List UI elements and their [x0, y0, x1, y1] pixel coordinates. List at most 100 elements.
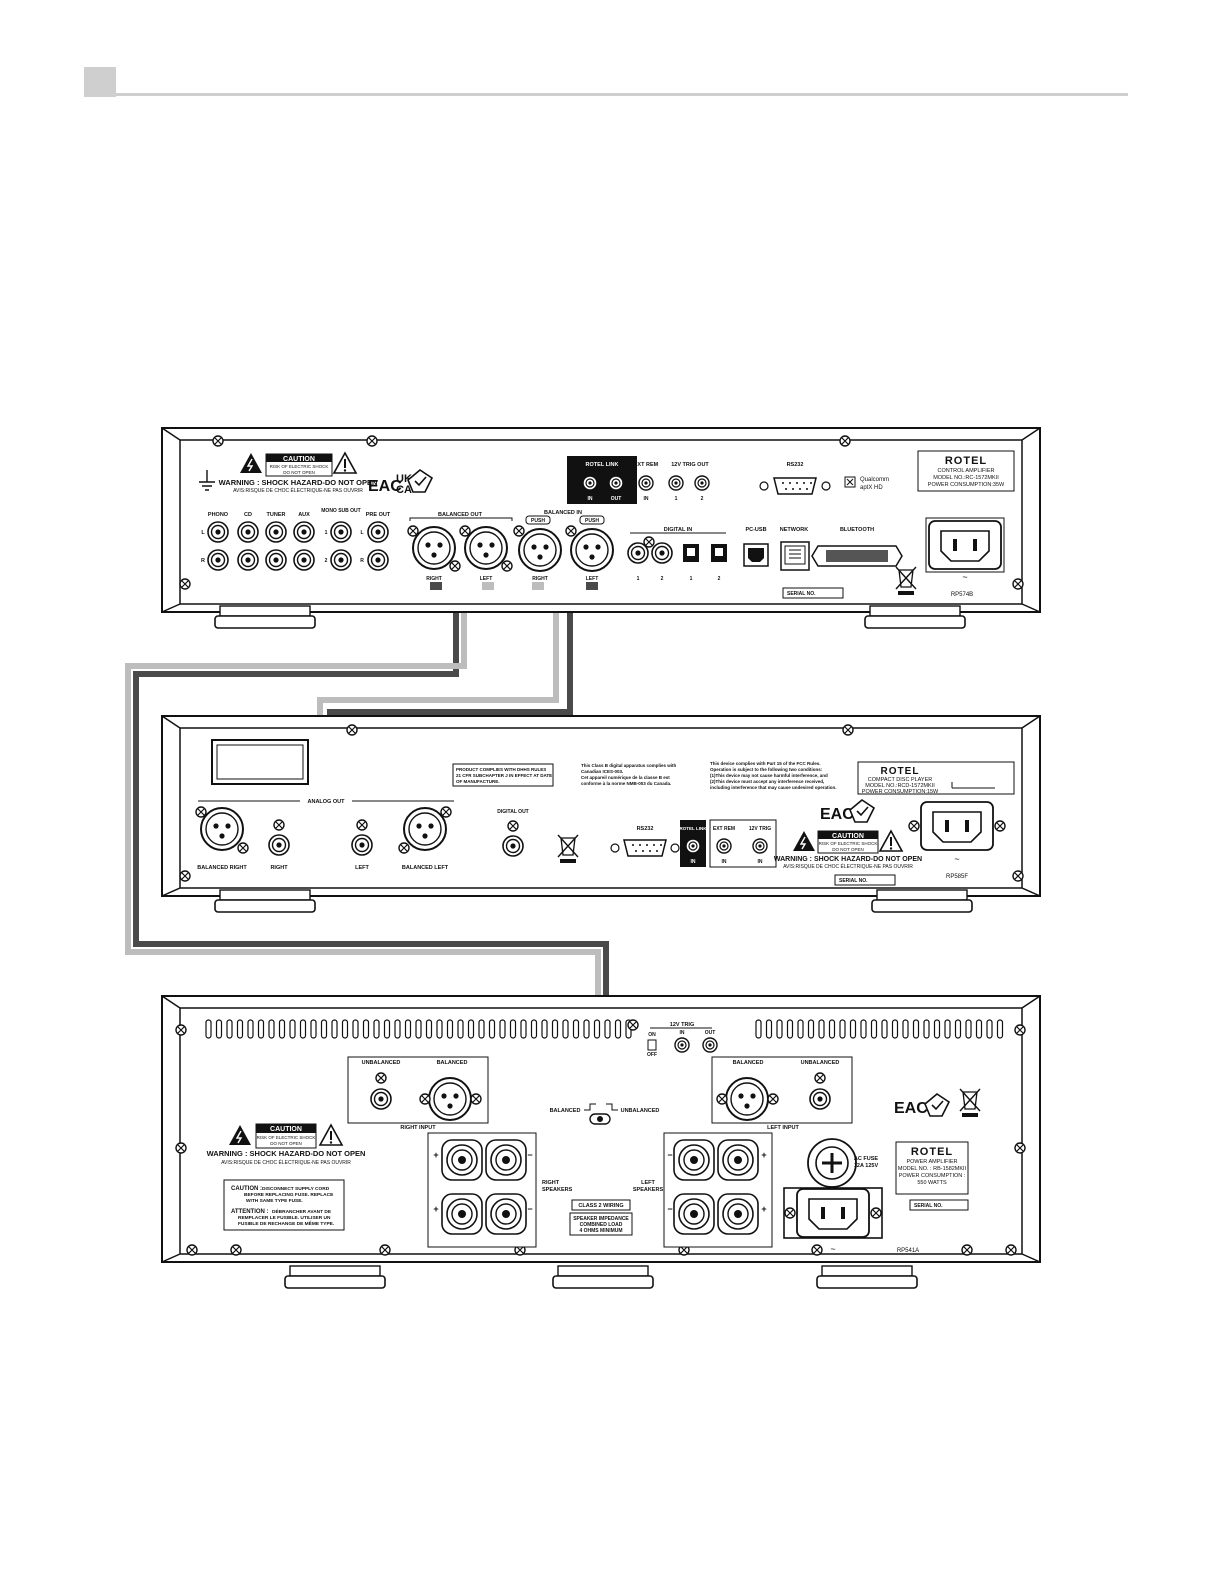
power-right-balanced-xlr[interactable] [428, 1077, 472, 1121]
amp-rotel-link-out-jack[interactable] [608, 475, 624, 491]
power-trig-in: IN [680, 1030, 685, 1036]
amp-aux-l-jack[interactable] [293, 521, 315, 543]
cd-left-rca[interactable] [351, 834, 373, 856]
power-trig-in-jack[interactable] [674, 1037, 690, 1053]
qualcomm-text1: Qualcomm [860, 477, 889, 483]
power-caution-fuse2: BEFORE REPLACING FUSE. REPLACE [244, 1192, 334, 1198]
power-left-speaker-minus-a[interactable] [673, 1139, 715, 1181]
cd-rs232-port[interactable] [610, 839, 680, 857]
amp-optical-1-jack[interactable] [683, 544, 699, 562]
amp-tuner-r-jack[interactable] [265, 549, 287, 571]
power-ac-fuse-holder[interactable] [807, 1138, 857, 1188]
cd-balanced-right-xlr[interactable] [200, 807, 244, 851]
cd-label-line2: MODEL NO.:RCD-1572MKII [865, 783, 935, 789]
vent-slot [352, 1019, 359, 1039]
qualcomm-text2: aptX HD [860, 485, 883, 491]
amp-foot-left [214, 605, 316, 629]
amp-optical-2-jack[interactable] [711, 544, 727, 562]
amp-pre-out-l-jack[interactable] [367, 521, 389, 543]
power-right-speaker-plus-a[interactable] [441, 1139, 483, 1181]
amp-balanced-in-right-xlr[interactable] [518, 528, 562, 572]
power-caution-title: CAUTION [270, 1126, 302, 1133]
power-attention-title: ATTENTION : [231, 1209, 269, 1215]
amp-phono-r-jack[interactable] [207, 549, 229, 571]
power-input-mode-switch[interactable] [584, 1103, 618, 1125]
power-right-unbalanced-rca[interactable] [370, 1088, 392, 1110]
vent-slot [299, 1019, 307, 1039]
cd-fcc5: including interference that may cause un… [710, 785, 837, 790]
screw-icon [814, 1072, 826, 1084]
screw-icon [627, 1019, 639, 1031]
power-right-speaker-plus-b[interactable] [441, 1193, 483, 1235]
power-left-unbalanced-rca[interactable] [809, 1088, 831, 1110]
amp-sub-2-jack[interactable] [330, 549, 352, 571]
amp-trig-2-jack[interactable] [694, 475, 710, 491]
power-left-speaker-plus-b[interactable] [717, 1193, 759, 1235]
cd-ext-rem-jack[interactable] [716, 838, 732, 854]
power-left-speaker-plus-a[interactable] [717, 1139, 759, 1181]
power-trig-switch[interactable] [647, 1039, 657, 1051]
amp-ext-rem-jack[interactable] [638, 475, 654, 491]
power-left-balanced-xlr[interactable] [725, 1077, 769, 1121]
vent-slot [488, 1019, 496, 1039]
power-left-speaker-minus-b[interactable] [673, 1193, 715, 1235]
vent-slot [404, 1019, 412, 1039]
amp-network-port[interactable] [780, 541, 810, 571]
qualcomm-logo: Qualcomm aptX HD [844, 476, 889, 491]
screw-icon [842, 724, 854, 736]
power-label-line4: 550 WATTS [917, 1180, 947, 1186]
power-trig-out-jack[interactable] [702, 1037, 718, 1053]
cd-rotel-link-jack[interactable] [685, 838, 701, 854]
screw-icon [186, 1244, 198, 1256]
amp-balanced-out-left-xlr[interactable] [464, 526, 508, 570]
cd-digital-out-jack[interactable] [502, 835, 524, 857]
amp-dig-1b: 1 [690, 576, 693, 582]
screw-icon [470, 1093, 482, 1105]
power-right-balanced: BALANCED [437, 1060, 468, 1066]
vent-slot [520, 1019, 527, 1039]
power-right-minus-a: − [527, 1150, 532, 1160]
amp-tuner-l-jack[interactable] [265, 521, 287, 543]
cd-foot-right [871, 889, 973, 913]
power-right-speaker-minus-a[interactable] [485, 1139, 527, 1181]
power-power-inlet[interactable] [796, 1188, 870, 1238]
amp-pre-out-label: PRE OUT [366, 512, 391, 518]
cd-right-rca[interactable] [268, 834, 290, 856]
svg-text:~: ~ [830, 1244, 835, 1254]
amp-usb-port[interactable] [743, 543, 769, 567]
power-foot-right [816, 1265, 918, 1289]
power-right-speakers2: SPEAKERS [542, 1187, 573, 1193]
amp-trig-1-jack[interactable] [668, 475, 684, 491]
cd-power-inlet[interactable] [920, 801, 994, 851]
vent-slot [614, 1019, 622, 1039]
power-right-speaker-minus-b[interactable] [485, 1193, 527, 1235]
screw-icon [179, 870, 191, 882]
amp-rs232-port[interactable] [759, 477, 831, 495]
amp-coax-2-jack[interactable] [651, 542, 673, 564]
amp-bluetooth-antenna[interactable] [811, 545, 903, 567]
amp-balanced-out-right-xlr[interactable] [412, 526, 456, 570]
amp-sub-1-num: 1 [325, 530, 328, 536]
amp-aux-r-jack[interactable] [293, 549, 315, 571]
vent-slot [912, 1019, 920, 1039]
power-imp1: SPEAKER IMPEDANCE [573, 1216, 629, 1222]
amp-pre-out-r-jack[interactable] [367, 549, 389, 571]
amp-sub-1-jack[interactable] [330, 521, 352, 543]
amp-foot-right [864, 605, 966, 629]
cd-balanced-left-xlr[interactable] [403, 807, 447, 851]
vent-slot [562, 1019, 569, 1039]
amp-rotel-link-in: IN [588, 496, 593, 502]
cd-rp: RP585F [946, 874, 968, 880]
amp-cd-r-jack[interactable] [237, 549, 259, 571]
amp-phono-l-jack[interactable] [207, 521, 229, 543]
cd-left: LEFT [355, 865, 369, 871]
cd-caution-sub2: DO NOT OPEN [832, 847, 863, 852]
amp-cd-l-jack[interactable] [237, 521, 259, 543]
amp-balanced-in-left-xlr[interactable] [570, 528, 614, 572]
screw-icon [507, 820, 519, 832]
vent-slot [383, 1019, 391, 1039]
amp-rotel-link-in-jack[interactable] [582, 475, 598, 491]
cd-trig-jack[interactable] [752, 838, 768, 854]
amp-power-inlet[interactable] [928, 520, 1002, 570]
amp-caution-sub1: RISK OF ELECTRIC SHOCK [270, 464, 329, 469]
